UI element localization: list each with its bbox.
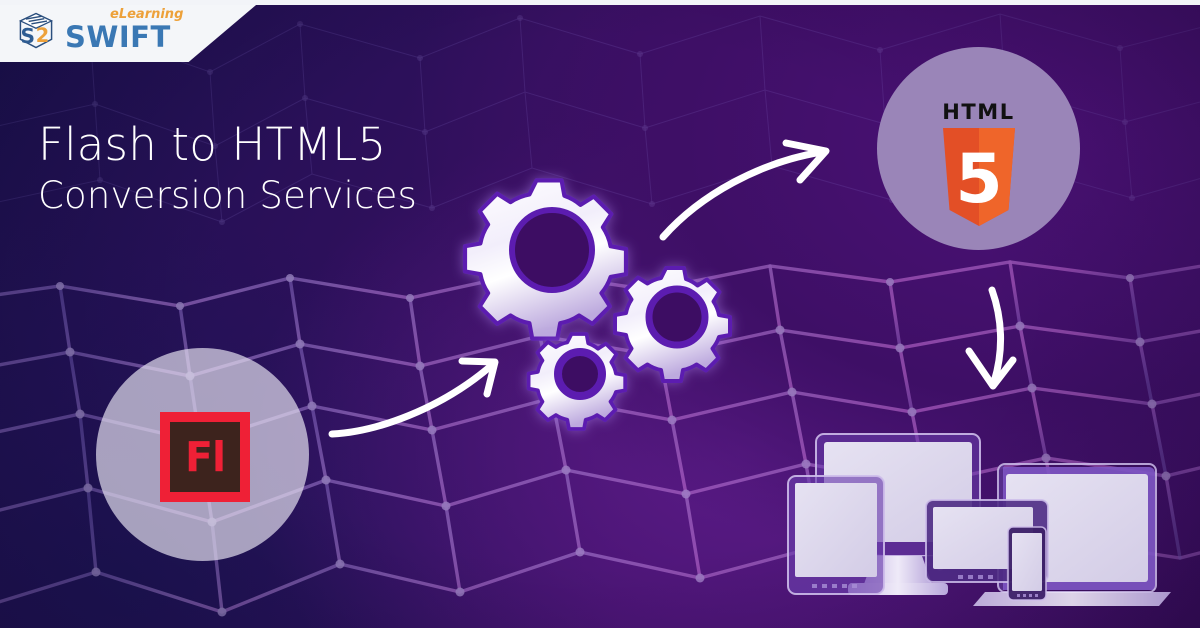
svg-text:5: 5 [955, 140, 1002, 219]
headline-line-1: Flash to HTML5 [38, 118, 387, 171]
html5-shield-icon: 5 [943, 128, 1015, 226]
gear-medium [613, 266, 732, 383]
arrow-html5-to-devices [965, 286, 1017, 390]
swift-cube-logo-icon: S 2 [18, 12, 54, 49]
device-smartphone [1007, 526, 1047, 601]
headline-line-2: Conversion Services [38, 173, 418, 217]
gear-large [462, 178, 629, 341]
html5-wordmark: HTML [942, 100, 1015, 124]
arrow-gears-to-html5 [659, 139, 830, 241]
brand-logo[interactable]: S 2 eLearning SWIFT [14, 5, 214, 57]
flash-icon-label: Fl [184, 432, 226, 481]
page-title: Flash to HTML5 Conversion Services [38, 118, 418, 217]
top-edge-strip [0, 0, 1200, 5]
adobe-flash-icon: Fl [160, 412, 250, 502]
flash-icon-inner: Fl [170, 422, 240, 492]
svg-text:2: 2 [36, 24, 49, 47]
brand-name: SWIFT [65, 20, 171, 54]
arrow-flash-to-gears [328, 357, 499, 438]
brand-tagline: eLearning [110, 7, 184, 22]
svg-text:S: S [20, 24, 35, 48]
gear-small [526, 332, 628, 431]
device-tablet-portrait [787, 475, 885, 595]
